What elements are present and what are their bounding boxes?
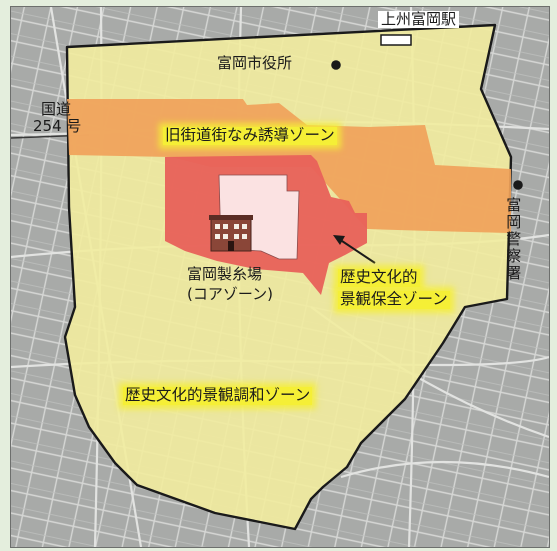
preservation-zone-label-line2: 景観保全ゾーン	[338, 290, 450, 309]
station-label: 上州富岡駅	[378, 10, 460, 29]
city-hall-label: 富岡市役所	[217, 54, 293, 72]
station-marker-icon	[380, 34, 412, 46]
mill-name-label: 富岡製糸場	[187, 265, 263, 283]
map-graphics	[11, 7, 549, 547]
map: 上州富岡駅 富岡市役所 国道 254 号 旧街道街なみ誘導ゾーン 富岡警察署 富…	[10, 6, 550, 548]
police-label: 富岡警察署	[504, 197, 523, 282]
arrow-icon	[333, 235, 376, 264]
mill-note-label: (コアゾーン)	[187, 285, 273, 303]
guidance-zone-label: 旧街道街なみ誘導ゾーン	[163, 126, 337, 145]
harmony-zone-label: 歴史文化的景観調和ゾーン	[123, 386, 313, 405]
route-name-label: 国道	[41, 100, 72, 118]
preservation-zone-label-line1: 歴史文化的	[338, 268, 420, 287]
route-number-label: 254 号	[33, 117, 82, 135]
point-marker-icon	[331, 60, 341, 70]
building-icon	[209, 215, 253, 252]
point-marker-icon	[513, 180, 523, 190]
